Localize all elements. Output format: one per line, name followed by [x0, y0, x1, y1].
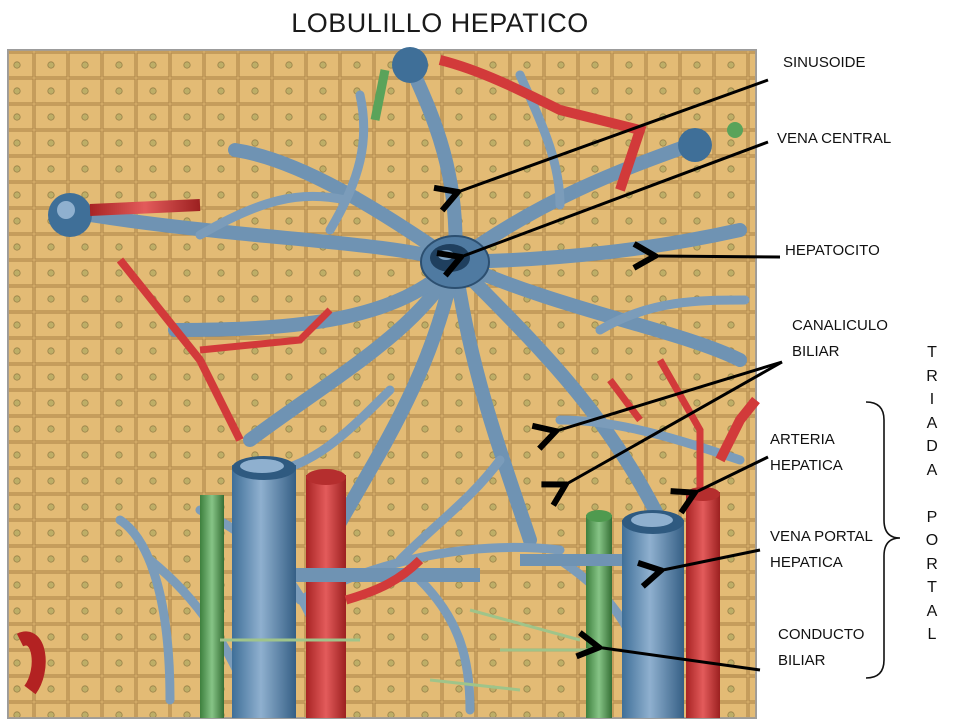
triada-letter: P: [926, 508, 938, 526]
arrow-vena-portal: [658, 548, 761, 571]
portal-triad-left: [200, 456, 480, 718]
label-conducto-line1: CONDUCTO: [778, 626, 865, 643]
triada-letter: O: [925, 532, 939, 549]
diagram-title: LOBULILLO HEPATICO: [291, 8, 589, 38]
label-arteria-line2: HEPATICA: [770, 457, 843, 474]
triad-brace: [865, 401, 901, 679]
label-vena-central: VENA CENTRAL: [777, 130, 892, 147]
label-triada-portal: T R I A D A P O R T A L: [924, 341, 940, 647]
portal-node-left: [48, 193, 244, 442]
triada-letter: [924, 482, 940, 506]
label-canaliculo-line2: BILIAR: [792, 343, 840, 360]
arrow-hepatocito: [652, 256, 781, 257]
arrow-vena-central: [458, 140, 769, 258]
label-hepatocito: HEPATOCITO: [785, 242, 880, 259]
label-canaliculo-line1: CANALICULO: [792, 317, 888, 334]
triada-letter: D: [926, 438, 938, 455]
triada-letter: T: [927, 344, 937, 361]
triada-letter: R: [926, 367, 938, 385]
label-vena-portal-line2: HEPATICA: [770, 554, 843, 571]
label-conducto-line2: BILIAR: [778, 652, 826, 669]
triada-letter: I: [929, 391, 935, 408]
portal-node-top: [370, 47, 647, 192]
label-conducto-biliar: CONDUCTO BILIAR: [778, 622, 864, 674]
triada-letter: T: [927, 579, 937, 596]
sinusoid-network: [83, 58, 750, 715]
pointer-arrows: [455, 78, 783, 672]
triada-letter: L: [927, 626, 937, 643]
portal-triad-right: [520, 396, 760, 718]
label-vena-portal-hepatica: VENA PORTAL HEPATICA: [770, 524, 873, 576]
arrow-canaliculo-1: [553, 360, 783, 432]
arrow-canaliculo-2: [563, 360, 783, 486]
label-sinusoide: SINUSOIDE: [783, 54, 866, 71]
arrow-conducto: [596, 647, 761, 672]
label-arteria-hepatica: ARTERIA HEPATICA: [770, 427, 843, 479]
label-vena-portal-line1: VENA PORTAL: [770, 528, 873, 545]
triada-letter: R: [926, 555, 938, 573]
triada-letter: A: [926, 602, 938, 620]
label-canaliculo-biliar: CANALICULO BILIAR: [792, 313, 888, 365]
portal-node-right: [678, 122, 743, 162]
central-vein: [420, 235, 490, 289]
label-arteria-line1: ARTERIA: [770, 431, 835, 448]
arrow-arteria: [692, 455, 769, 494]
triada-letter: A: [926, 461, 938, 479]
arrow-sinusoide: [455, 78, 769, 193]
triada-letter: A: [926, 414, 938, 432]
